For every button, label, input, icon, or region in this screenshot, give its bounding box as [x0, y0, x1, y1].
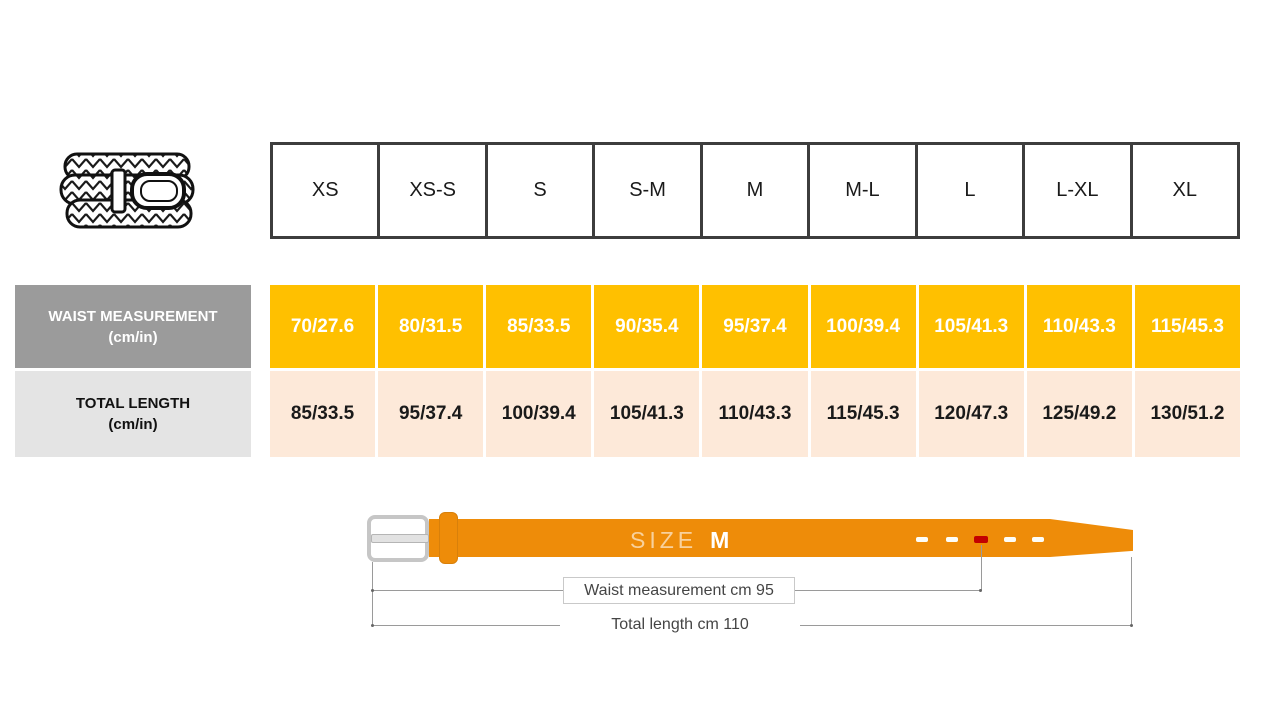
- belt-hole: [1004, 537, 1016, 542]
- length-value-cell: 110/43.3: [702, 371, 808, 457]
- belt-hole: [1032, 537, 1044, 542]
- belt-tip: [1050, 519, 1133, 557]
- waist-value-cell: 110/43.3: [1026, 285, 1132, 368]
- waist-value-cell: 105/41.3: [918, 285, 1024, 368]
- waist-row-label-unit: (cm/in): [108, 328, 158, 346]
- belt-size-text: SIZE M: [630, 527, 729, 553]
- length-value-cell: 100/39.4: [486, 371, 592, 457]
- waist-value-cell: 100/39.4: [810, 285, 916, 368]
- waist-value-cell: 90/35.4: [594, 285, 700, 368]
- size-header-cell: M-L: [810, 145, 915, 236]
- length-row-label-title: TOTAL LENGTH: [75, 395, 191, 412]
- size-label: SIZE: [630, 527, 698, 553]
- size-header-cell: M: [702, 145, 808, 236]
- size-header-cell: XS: [273, 145, 378, 236]
- length-row-label: TOTAL LENGTH (cm/in): [15, 371, 251, 457]
- waist-value-cell: 70/27.6: [270, 285, 376, 368]
- belt-buckle-prong: [371, 534, 429, 543]
- braided-belt-icon: [58, 147, 204, 239]
- length-annotation: Total length cm 110: [560, 612, 800, 638]
- belt-hole: [916, 537, 928, 542]
- tip-extension-line: [1131, 557, 1132, 625]
- length-row-label-unit: (cm/in): [108, 416, 158, 433]
- length-value-cell: 95/37.4: [378, 371, 484, 457]
- size-header-cell: XS-S: [380, 145, 485, 236]
- waist-value-cell: 115/45.3: [1134, 285, 1240, 368]
- length-value-cell: 120/47.3: [918, 371, 1024, 457]
- waist-value-cell: 95/37.4: [702, 285, 808, 368]
- size-value: M: [710, 527, 730, 553]
- waist-values-row: 70/27.6 80/31.5 85/33.5 90/35.4 95/37.4 …: [270, 285, 1240, 368]
- belt-hole-marked: [974, 536, 988, 543]
- length-value-cell: 85/33.5: [270, 371, 376, 457]
- waist-row-label-title: WAIST MEASUREMENT: [48, 307, 218, 325]
- length-values-row: 85/33.5 95/37.4 100/39.4 105/41.3 110/43…: [270, 371, 1240, 457]
- belt-keeper-loop: [439, 512, 458, 564]
- size-header-cell: L: [917, 145, 1023, 236]
- length-value-cell: 125/49.2: [1026, 371, 1132, 457]
- size-header-cell: XL: [1132, 145, 1237, 236]
- waist-annotation-box: Waist measurement cm 95: [563, 577, 795, 604]
- hole-extension-line: [981, 545, 982, 590]
- waist-value-cell: 85/33.5: [486, 285, 592, 368]
- belt-hole: [946, 537, 958, 542]
- length-value-cell: 130/51.2: [1134, 371, 1240, 457]
- length-value-cell: 115/45.3: [810, 371, 916, 457]
- buckle-extension-line: [372, 562, 373, 625]
- waist-row-label: WAIST MEASUREMENT (cm/in): [15, 285, 251, 368]
- length-value-cell: 105/41.3: [594, 371, 700, 457]
- size-header-cell: S: [487, 145, 593, 236]
- size-header-cell: S-M: [595, 145, 700, 236]
- waist-value-cell: 80/31.5: [378, 285, 484, 368]
- size-header-cell: L-XL: [1025, 145, 1130, 236]
- size-header-row: XS XS-S S S-M M M-L L L-XL XL: [270, 142, 1240, 239]
